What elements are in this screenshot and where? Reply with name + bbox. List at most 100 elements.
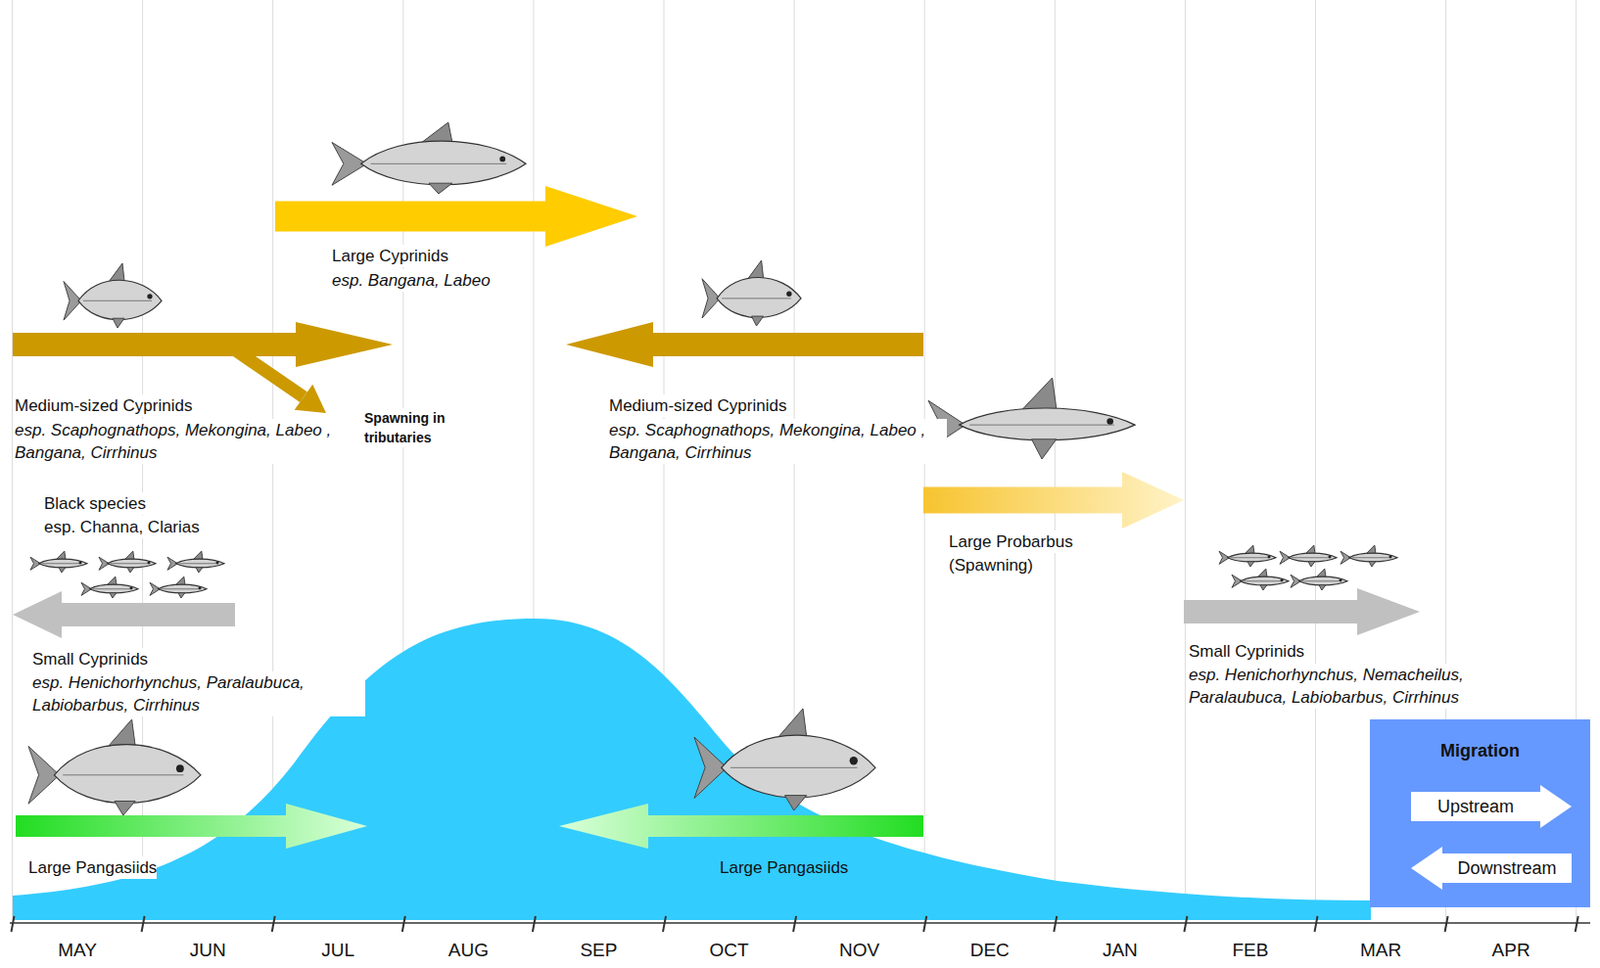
fish-eye — [1106, 418, 1114, 425]
fish-body — [176, 559, 225, 568]
pangasiid-arrow — [559, 803, 924, 849]
fish-drawing — [30, 551, 88, 573]
medium-cyprinid-arrow — [12, 322, 393, 368]
fish-drawing — [28, 719, 201, 816]
fish-fin — [1244, 545, 1255, 555]
fish-eye — [216, 561, 220, 565]
group-label: Medium-sized Cyprinids — [14, 394, 192, 418]
fish-body — [1240, 576, 1289, 586]
axis-line — [9, 922, 1591, 925]
legend-arrow: Upstream — [1411, 785, 1572, 829]
fish-body — [78, 280, 162, 320]
axis-tick — [923, 916, 927, 933]
fish-lateral-line — [62, 774, 184, 776]
fish-fin — [752, 316, 764, 327]
group-label: Large Pangasiids — [719, 856, 848, 880]
fish-drawing — [167, 551, 225, 573]
fish-eye — [1389, 555, 1393, 559]
fish-eye — [499, 155, 506, 162]
migration-arrows — [12, 186, 1420, 849]
fish-eye — [786, 291, 792, 297]
month-label: JUL — [273, 939, 404, 962]
fish-drawing — [694, 708, 876, 811]
grid-lines — [12, 0, 1577, 921]
fish-lateral-line — [721, 297, 792, 299]
legend-arrow: Downstream — [1411, 847, 1572, 891]
fish-drawing — [331, 122, 526, 194]
fish-fin — [1305, 545, 1316, 555]
grid-line — [11, 0, 13, 921]
grid-line — [1315, 0, 1317, 921]
fish-fin — [112, 318, 125, 329]
species-label: esp. Henichorhynchus, Nemacheilus, Paral… — [1188, 663, 1527, 709]
fish-fin — [114, 800, 136, 816]
fish-fin — [1316, 568, 1326, 578]
month-label: OCT — [663, 939, 795, 962]
fish-body — [1299, 576, 1348, 586]
fish-eye — [176, 764, 185, 773]
axis-tick — [1315, 916, 1318, 933]
group-label: Black species — [44, 492, 146, 516]
month-label: MAR — [1316, 939, 1447, 962]
group-label: Large Probarbus — [948, 530, 1074, 554]
axis-tick — [662, 916, 666, 933]
month-label: JUN — [142, 939, 274, 962]
fish-fin — [1247, 562, 1255, 567]
fish-drawing — [1340, 545, 1398, 567]
fish-eye — [1280, 578, 1284, 582]
medium-cyprinid-arrow — [565, 322, 924, 368]
axis-tick — [1575, 916, 1579, 933]
large-cyprinid-arrow — [275, 186, 638, 247]
fish-eye — [849, 756, 858, 765]
grid-line — [1184, 0, 1186, 921]
month-label: APR — [1446, 939, 1577, 962]
fish-fin — [1021, 377, 1057, 412]
fish-body — [39, 559, 88, 568]
fish-lateral-line — [83, 300, 152, 302]
spawning-branch-head — [294, 384, 327, 414]
species-label: esp. Scaphognathops, Mekongina, Labeo , … — [14, 419, 353, 465]
fish-body — [158, 584, 207, 594]
axis-tick — [1183, 916, 1187, 933]
axis-tick — [11, 916, 15, 933]
probarbus-arrow — [923, 471, 1184, 529]
group-label: Large Cyprinids — [331, 244, 449, 268]
legend-panel: MigrationUpstreamDownstream — [1369, 719, 1591, 908]
fish-fin — [58, 567, 66, 573]
fish-eye — [1328, 555, 1332, 559]
fish-fin — [178, 593, 186, 599]
axis-tick — [1445, 916, 1449, 933]
fish-drawing — [928, 377, 1135, 460]
fish-drawing — [63, 263, 162, 329]
fish-body — [716, 277, 801, 318]
species-label: esp. Bangana, Labeo — [331, 269, 491, 292]
month-label: MAY — [12, 939, 143, 962]
fish-lateral-line — [730, 767, 858, 769]
fish-lateral-line — [42, 563, 83, 565]
month-label: JAN — [1054, 939, 1185, 962]
group-label: Large Pangasiids — [28, 856, 157, 880]
fish-drawing — [81, 576, 139, 599]
group-label: (Spawning) — [948, 554, 1034, 577]
fish-fin — [195, 567, 203, 573]
small-cyprinid-arrow — [12, 591, 236, 639]
axis-tick — [532, 916, 536, 933]
fish-drawings — [28, 122, 1398, 816]
fish-fin — [1368, 562, 1376, 567]
fish-fin — [175, 576, 186, 586]
fish-eye — [1268, 555, 1271, 559]
fish-fin — [124, 551, 135, 561]
fish-eye — [198, 586, 202, 590]
fish-lateral-line — [161, 588, 202, 590]
group-label: esp. Channa, Clarias — [44, 516, 200, 539]
axis-tick — [272, 916, 276, 933]
spawning-branch — [227, 344, 304, 398]
fish-drawing — [1279, 545, 1337, 567]
axis-tick — [793, 916, 797, 933]
fish-fin — [1365, 545, 1376, 555]
fish-fin — [192, 551, 203, 561]
hydrograph — [12, 618, 1371, 921]
fish-fin — [55, 551, 66, 561]
fish-eye — [130, 586, 134, 590]
fish-fin — [428, 183, 453, 194]
